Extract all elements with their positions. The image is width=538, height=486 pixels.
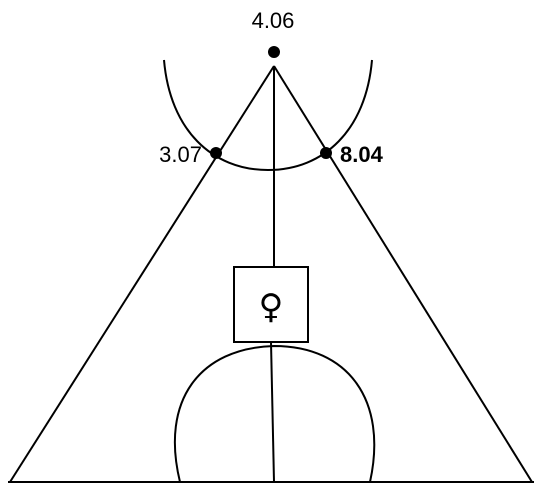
bottom-arc: [173, 344, 376, 483]
center-line-lower: [270, 341, 275, 483]
left-point-label: 3.07: [159, 142, 202, 167]
triangle-right-edge: [273, 65, 533, 483]
top-arc: [163, 59, 373, 172]
left-point: [210, 147, 222, 159]
apex-label: 4.06: [252, 8, 295, 33]
right-point-label: 8.04: [340, 142, 384, 167]
center-box: [233, 266, 309, 343]
female-symbol-icon: ♀: [259, 287, 284, 327]
apex-point: [268, 46, 280, 58]
triangle-left-edge: [9, 65, 275, 483]
right-point: [320, 147, 332, 159]
